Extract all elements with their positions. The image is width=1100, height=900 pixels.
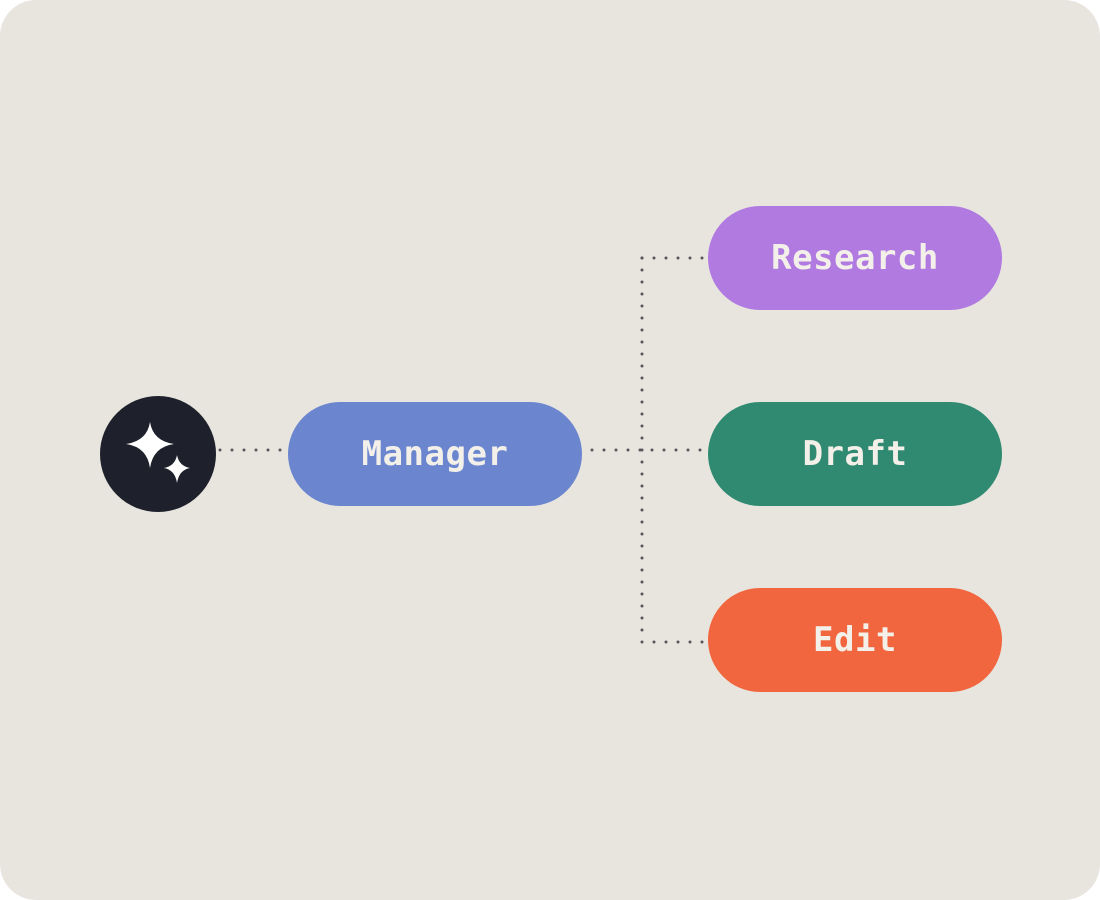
root-node — [100, 396, 216, 512]
edit-node: Edit — [708, 588, 1002, 692]
draft-label: Draft — [802, 434, 908, 474]
sparkles-icon — [126, 422, 190, 483]
draft-node: Draft — [708, 402, 1002, 506]
edit-label: Edit — [813, 620, 897, 660]
manager-label: Manager — [361, 434, 509, 474]
research-node: Research — [708, 206, 1002, 310]
research-label: Research — [771, 238, 939, 278]
manager-node: Manager — [288, 402, 582, 506]
